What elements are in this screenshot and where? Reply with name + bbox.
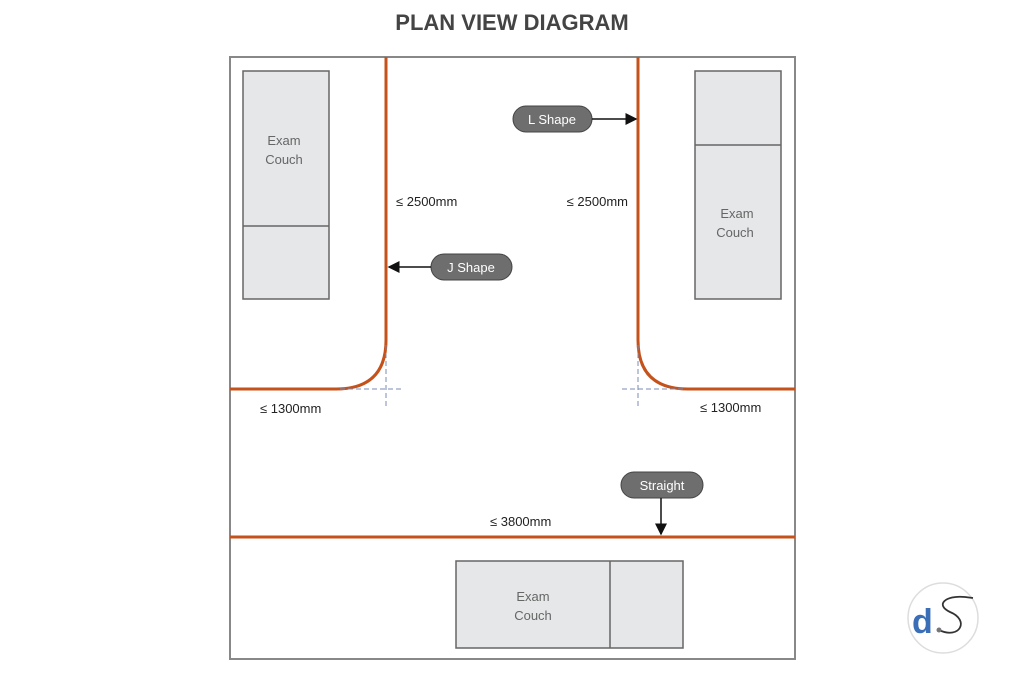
dimension-right-vertical: ≤ 2500mm bbox=[567, 194, 628, 209]
callout-label: Straight bbox=[640, 478, 685, 493]
couch-label: Exam bbox=[720, 206, 753, 221]
l-shape-rail bbox=[636, 57, 795, 391]
dimension-left-vertical: ≤ 2500mm bbox=[396, 194, 457, 209]
corner-guide-right bbox=[622, 345, 684, 406]
logo: d bbox=[907, 582, 979, 654]
dimension-straight: ≤ 3800mm bbox=[490, 514, 551, 529]
corner-guide-left bbox=[340, 345, 402, 406]
couch-label: Exam bbox=[267, 133, 300, 148]
dimension-right-horizontal: ≤ 1300mm bbox=[700, 400, 761, 415]
callout-label: L Shape bbox=[528, 112, 576, 127]
stethoscope-icon bbox=[938, 595, 974, 634]
couch-label: Exam bbox=[516, 589, 549, 604]
exam-couch-bottom: Exam Couch bbox=[455, 560, 684, 649]
room-outline bbox=[229, 56, 796, 660]
callout-label: J Shape bbox=[447, 260, 495, 275]
callout-l-shape: L Shape bbox=[512, 105, 638, 133]
dimension-left-horizontal: ≤ 1300mm bbox=[260, 401, 321, 416]
couch-label: Couch bbox=[514, 608, 552, 623]
callout-straight: Straight bbox=[620, 471, 704, 536]
diagram-title: PLAN VIEW DIAGRAM bbox=[395, 10, 628, 35]
exam-couch-left: Exam Couch bbox=[242, 70, 330, 300]
couch-label: Couch bbox=[265, 152, 303, 167]
callout-j-shape: J Shape bbox=[387, 253, 513, 281]
j-shape-rail bbox=[230, 57, 388, 391]
couch-label: Couch bbox=[716, 225, 754, 240]
exam-couch-right: Exam Couch bbox=[694, 70, 782, 300]
logo-letter-icon: d bbox=[912, 603, 933, 641]
